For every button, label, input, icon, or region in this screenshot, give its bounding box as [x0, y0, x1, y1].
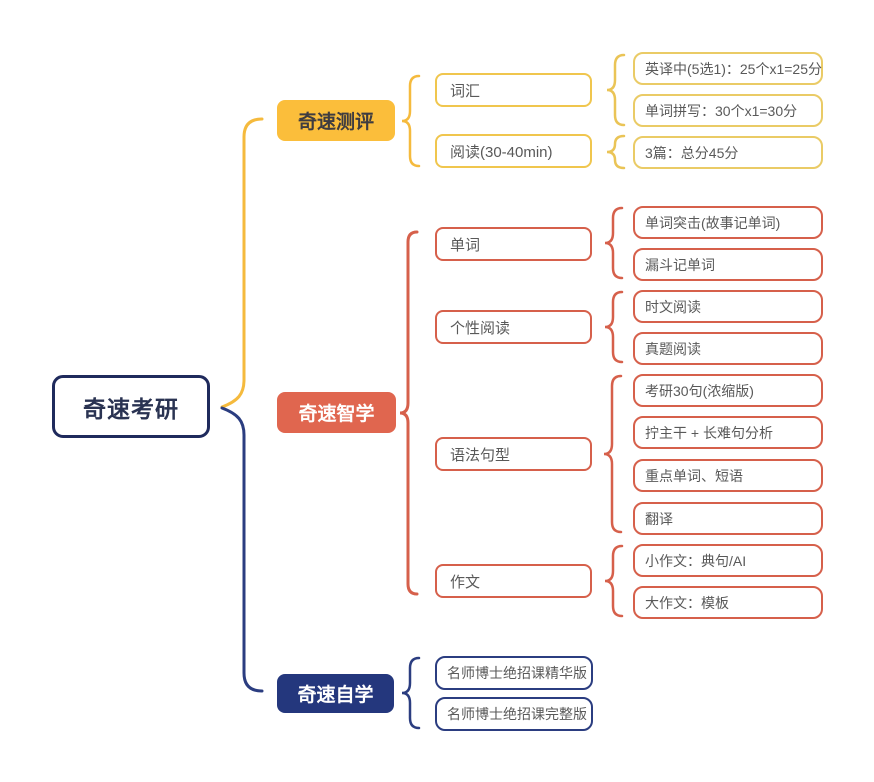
brace-yufa-leaves	[603, 374, 623, 534]
leaf-dazuowen[interactable]: 大作文：模板	[633, 586, 823, 619]
leaf-yingyizhong[interactable]: 英译中(5选1)：25个x1=25分	[633, 52, 823, 85]
brace-zixue-leaves	[401, 656, 421, 730]
brace-gexingyuedu-leaves	[604, 290, 624, 364]
leaf-dancipinxie[interactable]: 单词拼写：30个x1=30分	[633, 94, 823, 127]
branch-ceping[interactable]: 奇速测评	[277, 100, 395, 141]
brace-ceping-children	[401, 74, 421, 168]
brace-cihui-leaves	[606, 53, 626, 127]
node-yufajuxing[interactable]: 语法句型	[435, 437, 592, 471]
leaf-dancitu ji[interactable]: 单词突击(故事记单词)	[633, 206, 823, 239]
node-yuedu[interactable]: 阅读(30-40min)	[435, 134, 592, 168]
branch-zhixue[interactable]: 奇速智学	[277, 392, 396, 433]
brace-danci-leaves	[604, 206, 624, 280]
leaf-kaoyan30ju[interactable]: 考研30句(浓缩版)	[633, 374, 823, 407]
leaf-xiaozuowen[interactable]: 小作文：典句/AI	[633, 544, 823, 577]
node-gexingyuedu[interactable]: 个性阅读	[435, 310, 592, 344]
leaf-ningzhugan[interactable]: 拧主干 + 长难句分析	[633, 416, 823, 449]
leaf-loudou[interactable]: 漏斗记单词	[633, 248, 823, 281]
node-cihui[interactable]: 词汇	[435, 73, 592, 107]
leaf-shiwen[interactable]: 时文阅读	[633, 290, 823, 323]
link-root-to-zixue	[220, 406, 264, 693]
branch-zixue[interactable]: 奇速自学	[277, 674, 394, 713]
leaf-zhenti[interactable]: 真题阅读	[633, 332, 823, 365]
leaf-jinghuaban[interactable]: 名师博士绝招课精华版	[435, 656, 593, 690]
node-danci[interactable]: 单词	[435, 227, 592, 261]
brace-zhixue-children	[399, 230, 419, 596]
brace-zuowen-leaves	[604, 544, 624, 618]
brace-yuedu-leaves	[606, 134, 626, 170]
node-zuowen[interactable]: 作文	[435, 564, 592, 598]
root-node[interactable]: 奇速考研	[52, 375, 210, 438]
leaf-sanpian[interactable]: 3篇：总分45分	[633, 136, 823, 169]
leaf-wanzhengban[interactable]: 名师博士绝招课完整版	[435, 697, 593, 731]
leaf-zhongdiandanci[interactable]: 重点单词、短语	[633, 459, 823, 492]
leaf-fanyi[interactable]: 翻译	[633, 502, 823, 535]
link-root-to-ceping	[220, 117, 264, 409]
